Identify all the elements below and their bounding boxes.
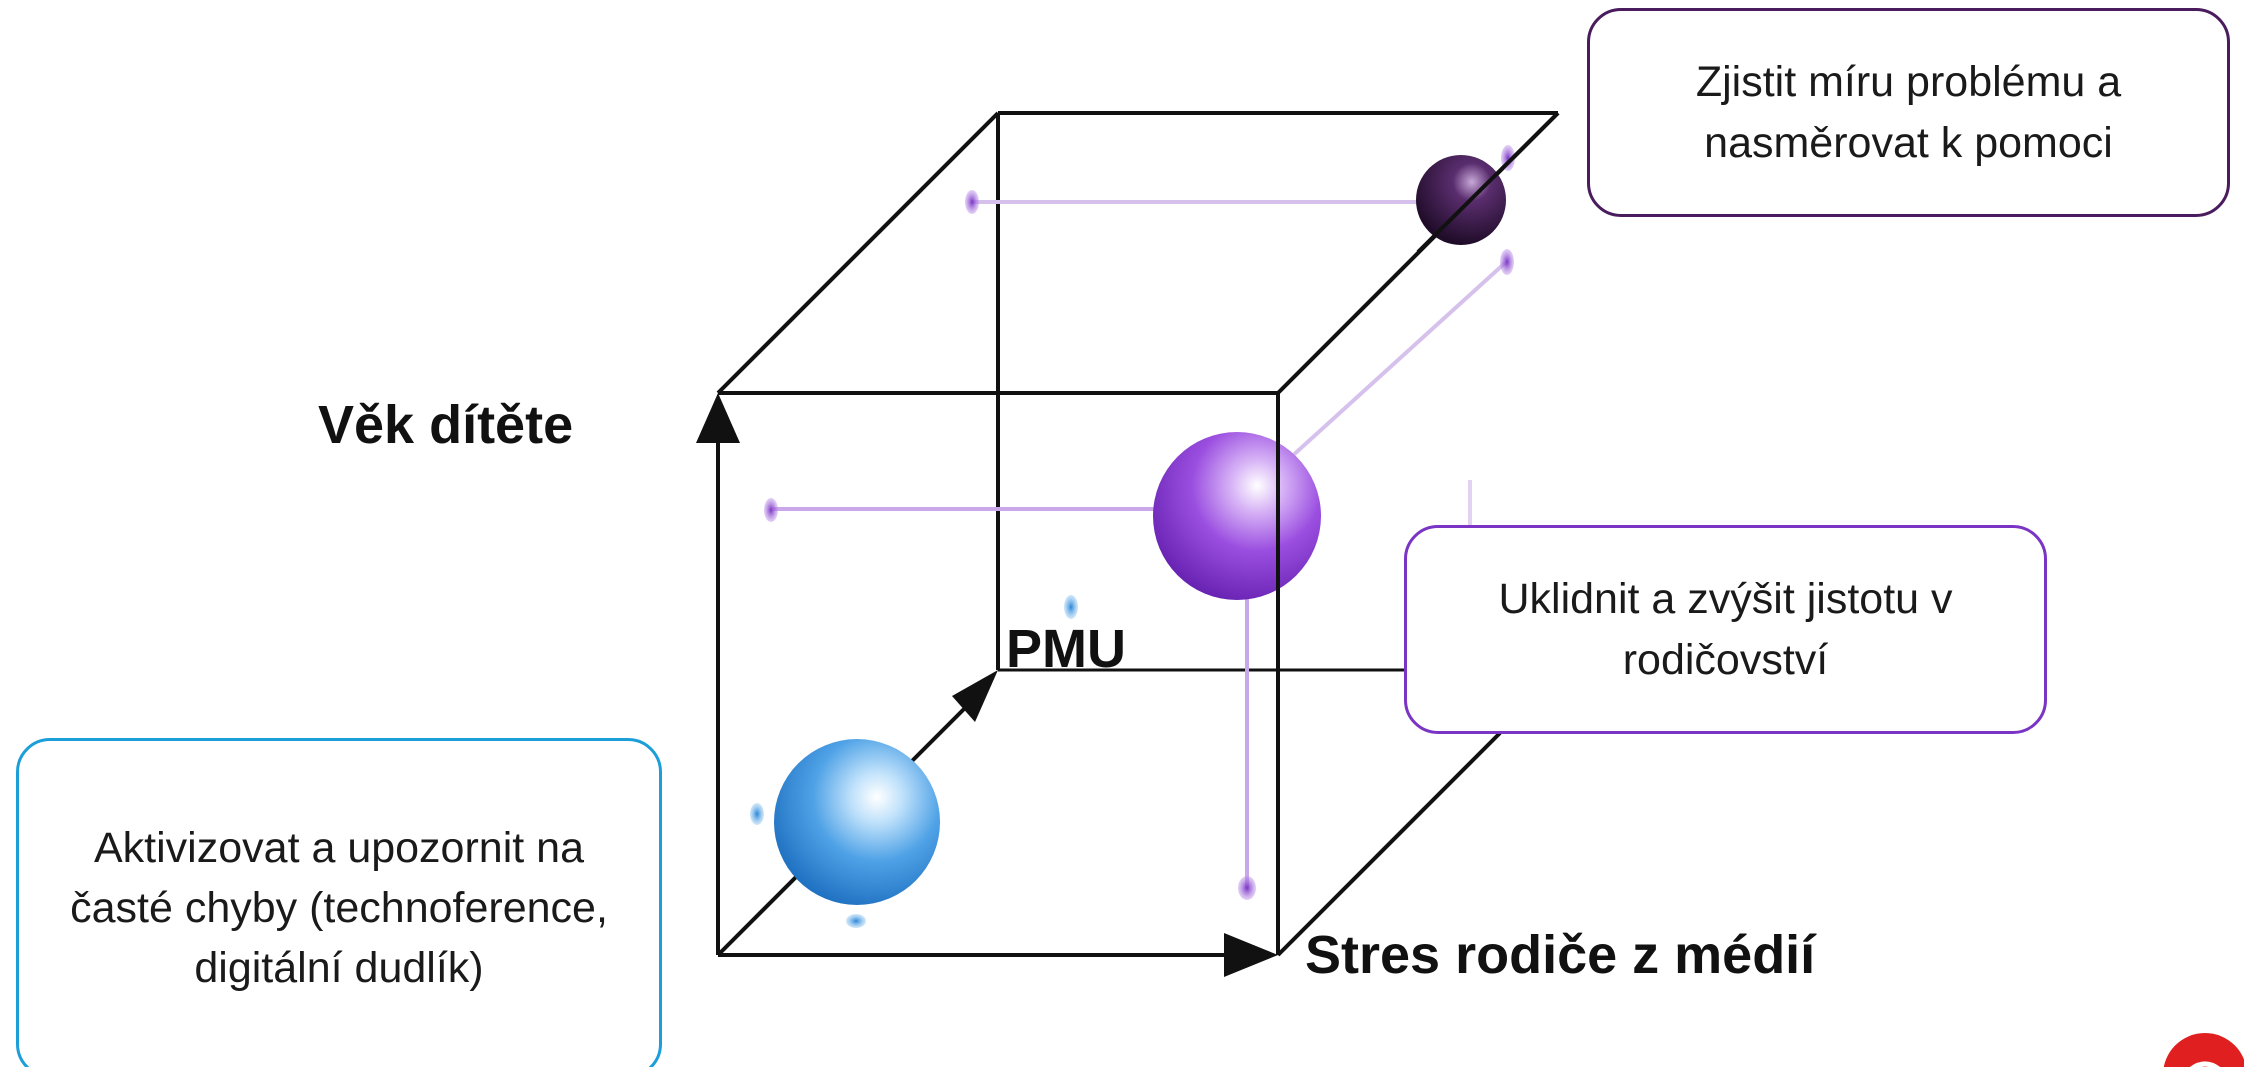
callout-middle-right: Uklidnit a zvýšit jistotu v rodičovství <box>1404 525 2047 734</box>
dot-bottom-blue <box>846 914 866 928</box>
pmu-arrowhead <box>952 670 998 722</box>
dot-left-blue <box>750 803 764 825</box>
dot-pmu-blue <box>1064 595 1078 619</box>
cube-front-face <box>716 391 1280 957</box>
horizontal-axis-arrowhead <box>1224 933 1278 977</box>
mid-sphere <box>1153 432 1321 600</box>
low-sphere <box>774 739 940 905</box>
callout-top-right: Zjistit míru problému a nasměrovat k pom… <box>1587 8 2230 217</box>
dot-top-left <box>965 190 979 214</box>
dot-right-upper <box>1500 249 1514 275</box>
vertical-axis-arrowhead <box>696 393 740 443</box>
callout-top-right-text: Zjistit míru problému a nasměrovat k pom… <box>1695 58 2122 167</box>
dot-left-middle <box>764 498 778 522</box>
horizontal-axis-label: Stres rodiče z médií <box>1305 925 1816 985</box>
dot-bottom-purple <box>1238 876 1256 900</box>
depth-axis-label: PMU <box>1006 619 1126 679</box>
callout-middle-right-text: Uklidnit a zvýšit jistotu v rodičovství <box>1498 575 1953 684</box>
logo-mark-icon <box>2163 1033 2244 1067</box>
callout-bottom-left: Aktivizovat a upozornit na časté chyby (… <box>16 738 662 1067</box>
callout-bottom-left-text: Aktivizovat a upozornit na časté chyby (… <box>70 823 608 993</box>
vertical-axis-label: Věk dítěte <box>318 395 574 455</box>
high-sphere <box>1416 155 1506 245</box>
cube-diagonal-top-right <box>1416 111 1560 254</box>
